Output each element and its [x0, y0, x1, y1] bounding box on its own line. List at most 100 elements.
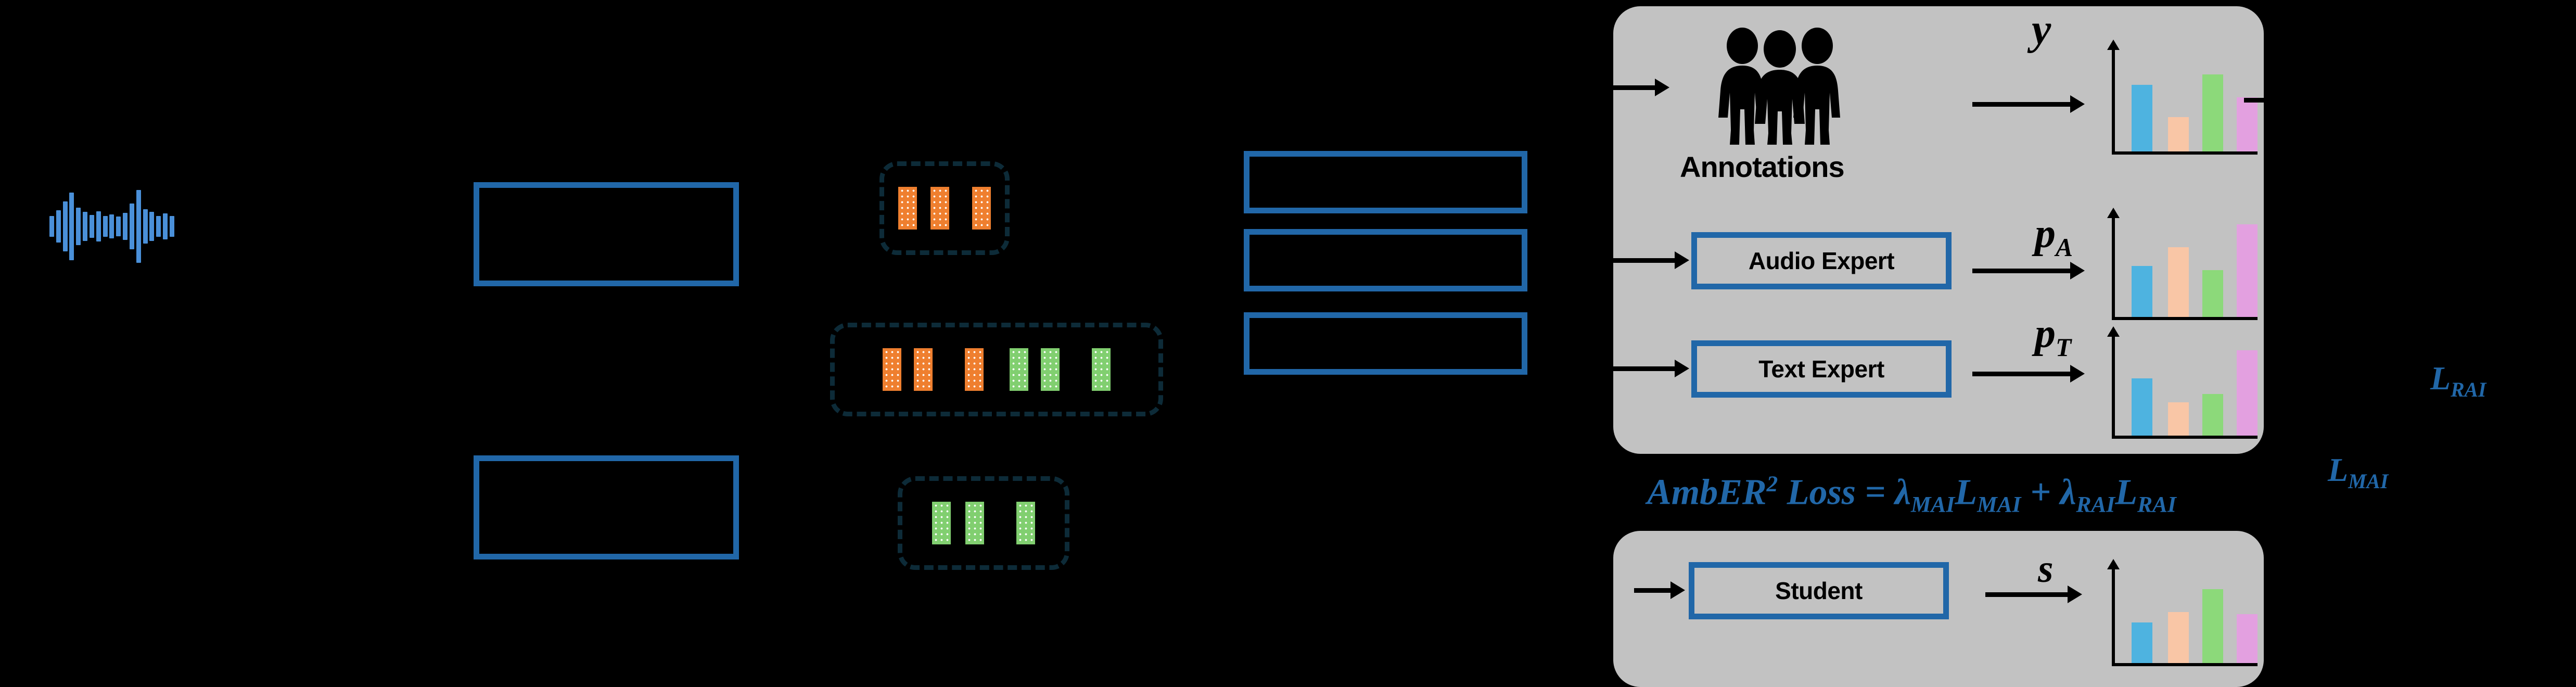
- bar-c2: [2168, 117, 2189, 151]
- arrow-to-student: [1634, 581, 1685, 599]
- waveform-bar: [149, 212, 155, 241]
- line-y-down: [2302, 98, 2307, 254]
- l-mai-subscript: MAI: [2348, 469, 2389, 493]
- s-chart-bars: [2112, 559, 2258, 663]
- waveform-bar: [129, 203, 134, 249]
- y-chart-bars: [2112, 34, 2258, 151]
- token-group-bottom: [898, 476, 1069, 570]
- audio-expert-box[interactable]: Audio Expert: [1691, 232, 1952, 289]
- arrow-to-annotations: [1587, 79, 1669, 96]
- waveform-bar: [156, 216, 161, 237]
- loss-l-rai: L: [2115, 472, 2138, 513]
- bar-c4: [2237, 224, 2258, 317]
- student-label: Student: [1775, 577, 1863, 604]
- bar-c1: [2132, 622, 2152, 663]
- waveform-bar: [136, 190, 141, 263]
- bar-c2: [2168, 247, 2189, 317]
- pa-subscript: A: [2056, 233, 2073, 262]
- y-chart-x-axis: [2112, 151, 2258, 155]
- token-orange: [965, 348, 984, 391]
- bar-c4: [2237, 614, 2258, 663]
- token-green: [1092, 348, 1111, 391]
- waveform-bar: [89, 215, 94, 238]
- pa-label: pA: [2035, 210, 2073, 262]
- lambda-rai-sub: RAI: [2076, 492, 2115, 517]
- waveform-bar: [62, 201, 68, 251]
- token-row-middle: [883, 327, 1111, 412]
- pt-chart-bars: [2112, 324, 2258, 436]
- encoder-box-top[interactable]: [474, 182, 739, 286]
- loss-plus: +: [2021, 472, 2060, 513]
- fusion-box-middle[interactable]: [1244, 229, 1527, 291]
- waveform-bar: [163, 213, 168, 239]
- encoder-box-bottom[interactable]: [474, 455, 739, 559]
- l-rai-letter: L: [2430, 360, 2451, 397]
- l-rai-label: LRAI: [2430, 359, 2486, 402]
- token-orange: [972, 187, 991, 230]
- pt-chart-y-axis: [2107, 326, 2120, 439]
- diagram-canvas: Annotations Audio Expert Text Expert y p…: [49, 5, 2486, 687]
- bar-c4: [2237, 350, 2258, 436]
- y-chart: [2107, 34, 2258, 155]
- l-mai-label: LMAI: [2328, 451, 2388, 493]
- bar-c2: [2168, 612, 2189, 663]
- s-label: s: [2038, 547, 2054, 591]
- arrow-s: [1985, 586, 2082, 603]
- waveform-bar: [76, 208, 81, 245]
- people-group-icon: [1712, 26, 1847, 146]
- text-expert-box[interactable]: Text Expert: [1691, 340, 1952, 398]
- bar-c1: [2132, 378, 2152, 436]
- token-green: [1010, 348, 1028, 391]
- pa-chart: [2107, 205, 2258, 320]
- token-orange: [898, 187, 917, 230]
- token-row-bottom: [932, 481, 1035, 565]
- student-box[interactable]: Student: [1689, 562, 1949, 619]
- waveform-bar: [143, 209, 148, 244]
- fusion-box-bottom[interactable]: [1244, 312, 1527, 375]
- pt-subscript: T: [2056, 333, 2072, 362]
- l-rai-subscript: RAI: [2451, 378, 2486, 401]
- y-chart-y-axis: [2107, 40, 2120, 155]
- pa-chart-bars: [2112, 205, 2258, 317]
- pt-chart: [2107, 324, 2258, 439]
- annotations-label: Annotations: [1680, 150, 1845, 183]
- loss-superscript: 2: [1766, 472, 1778, 497]
- s-chart-y-axis: [2107, 559, 2120, 666]
- bar-c2: [2168, 402, 2189, 436]
- waveform-bar: [69, 193, 74, 260]
- pa-chart-y-axis: [2107, 208, 2120, 320]
- waveform-bar: [169, 216, 174, 237]
- s-chart-x-axis: [2112, 663, 2258, 666]
- bar-c3: [2202, 589, 2223, 663]
- waveform-bar: [109, 214, 114, 238]
- line-y-to-loss: [2244, 98, 2306, 103]
- arrow-pa: [1972, 262, 2085, 279]
- l-mai-letter: L: [2328, 451, 2349, 488]
- token-row-top: [898, 166, 991, 250]
- lambda-mai: λ: [1894, 472, 1911, 513]
- bar-c3: [2202, 270, 2223, 317]
- token-green: [965, 502, 984, 544]
- lambda-mai-sub: MAI: [1910, 492, 1955, 517]
- token-green: [1041, 348, 1060, 391]
- bar-c1: [2132, 85, 2152, 151]
- fusion-box-top[interactable]: [1244, 151, 1527, 213]
- waveform-bar: [83, 212, 88, 241]
- text-expert-label: Text Expert: [1758, 355, 1884, 383]
- pa-letter: p: [2035, 211, 2056, 257]
- audio-waveform: [49, 177, 174, 276]
- pt-letter: p: [2035, 311, 2056, 357]
- loss-l-rai-sub: RAI: [2137, 492, 2176, 517]
- audio-expert-label: Audio Expert: [1748, 247, 1895, 274]
- token-group-middle: [830, 323, 1163, 416]
- token-orange: [914, 348, 933, 391]
- token-orange: [883, 348, 901, 391]
- waveform-bar: [56, 210, 61, 243]
- amber-loss-equation: AmbER2 Loss = λMAILMAI + λRAILRAI: [1647, 471, 2176, 517]
- arrow-y: [1972, 95, 2085, 113]
- bar-c3: [2202, 394, 2223, 436]
- loss-prefix: AmbER: [1647, 472, 1767, 513]
- s-chart: [2107, 559, 2258, 666]
- bar-c3: [2202, 74, 2223, 151]
- pt-label: pT: [2035, 310, 2071, 362]
